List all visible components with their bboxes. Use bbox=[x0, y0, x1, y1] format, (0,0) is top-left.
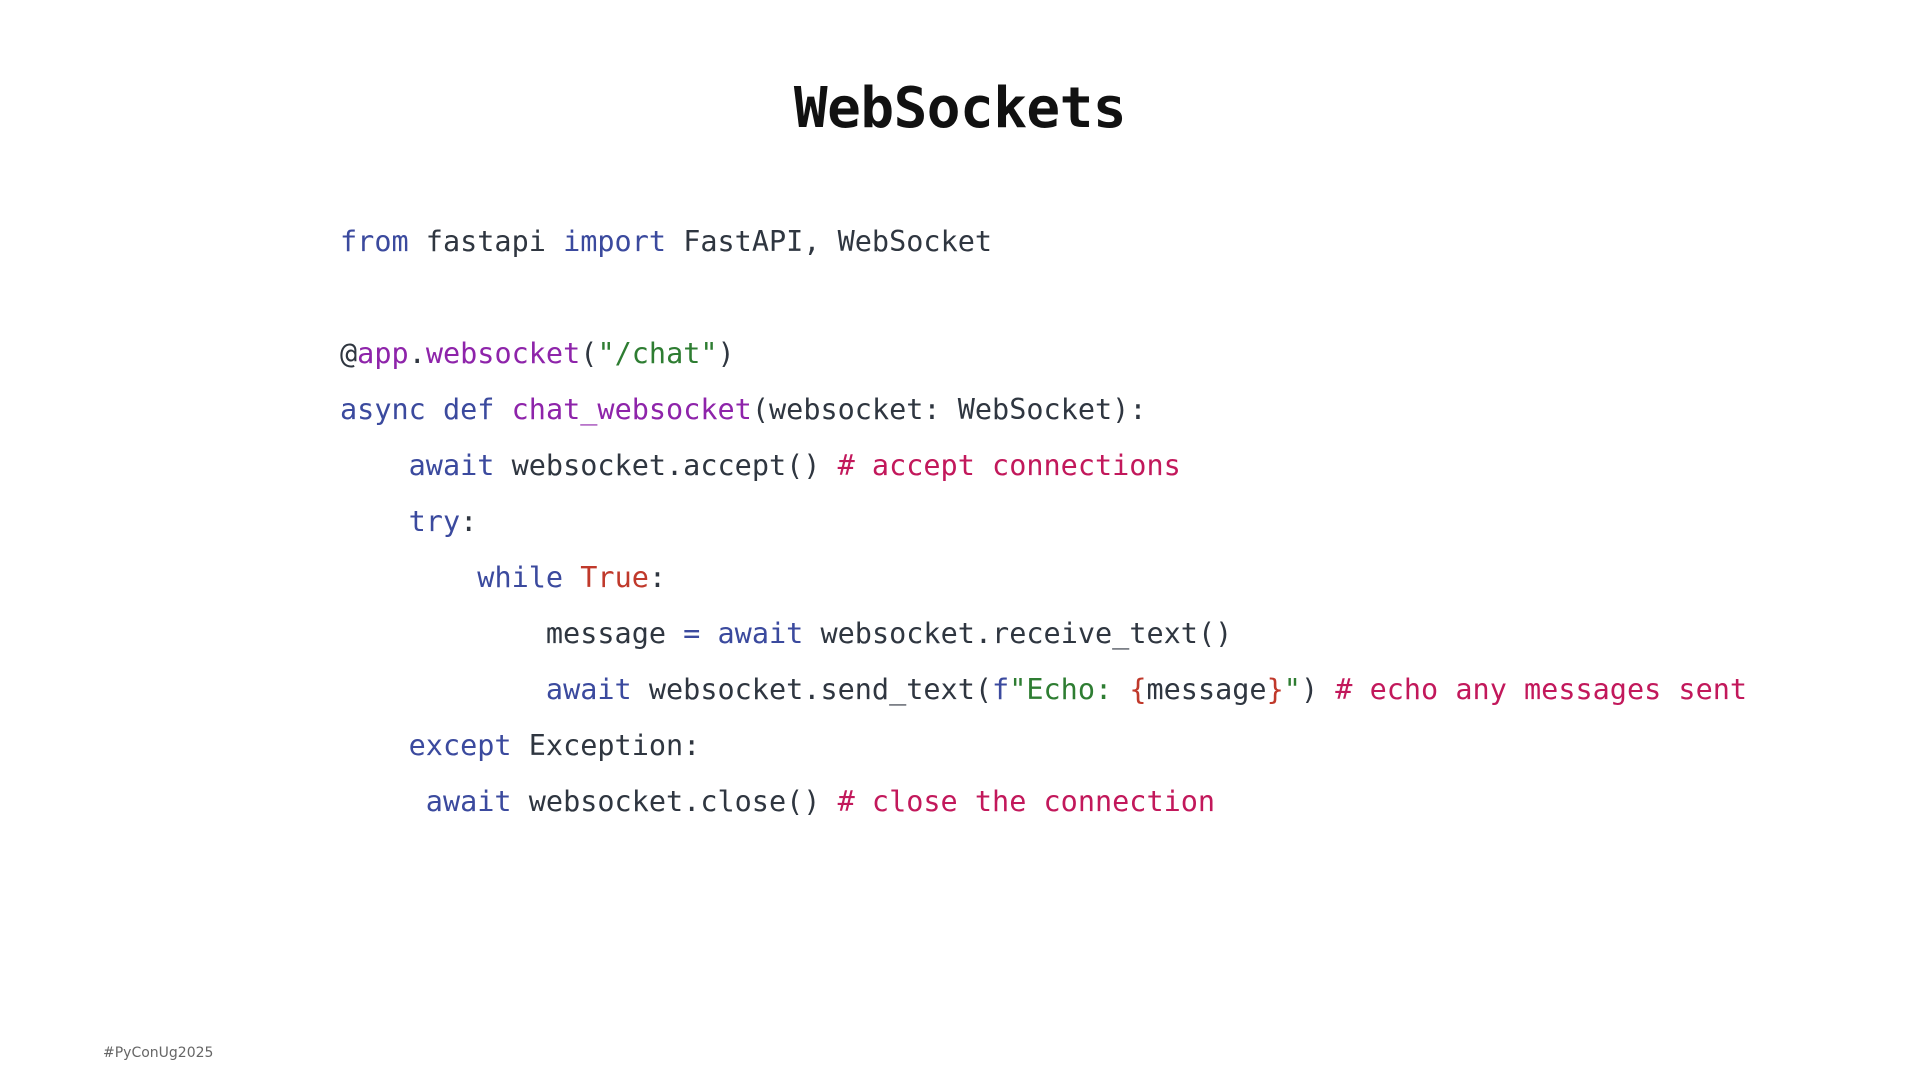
code-comment: # echo any messages sent bbox=[1335, 673, 1748, 706]
code-brace: } bbox=[1266, 673, 1284, 706]
code-text: websocket.close() bbox=[511, 785, 838, 818]
code-text bbox=[340, 785, 426, 818]
code-line: await websocket.accept() # accept connec… bbox=[340, 438, 1747, 494]
code-text bbox=[340, 449, 409, 482]
code-text bbox=[494, 393, 511, 426]
code-keyword: except bbox=[408, 729, 512, 762]
code-keyword: try bbox=[408, 505, 461, 538]
code-line bbox=[340, 270, 1747, 326]
code-keyword: import bbox=[563, 225, 667, 258]
code-text bbox=[700, 617, 717, 650]
code-text: websocket.send_text( bbox=[631, 673, 993, 706]
code-text: websocket.accept() bbox=[494, 449, 838, 482]
code-text: message bbox=[1146, 673, 1267, 706]
code-line: async def chat_websocket(websocket: WebS… bbox=[340, 382, 1747, 438]
code-line: await websocket.send_text(f"Echo: {messa… bbox=[340, 662, 1747, 718]
code-function-name: app bbox=[357, 337, 409, 370]
code-text: ( bbox=[580, 337, 598, 370]
code-text: (websocket: WebSocket): bbox=[751, 393, 1147, 426]
code-text: fastapi bbox=[408, 225, 564, 258]
footer-hashtag: #PyConUg2025 bbox=[103, 1045, 214, 1061]
code-text: . bbox=[408, 337, 426, 370]
code-string: "Echo: bbox=[1009, 673, 1130, 706]
code-text: ) bbox=[1300, 673, 1336, 706]
code-keyword: while bbox=[477, 561, 564, 594]
code-keyword: await bbox=[425, 785, 512, 818]
code-keyword: await bbox=[717, 617, 804, 650]
code-string: " bbox=[1283, 673, 1301, 706]
code-line: message = await websocket.receive_text() bbox=[340, 606, 1747, 662]
code-function-name: websocket bbox=[425, 337, 581, 370]
code-keyword: await bbox=[545, 673, 632, 706]
code-keyword: from bbox=[340, 225, 409, 258]
code-brace: { bbox=[1129, 673, 1147, 706]
code-text: ) bbox=[717, 337, 735, 370]
code-comment: # close the connection bbox=[837, 785, 1216, 818]
code-text bbox=[340, 729, 409, 762]
code-keyword: def bbox=[442, 393, 495, 426]
code-line: try: bbox=[340, 494, 1747, 550]
code-block: from fastapi import FastAPI, WebSocket@a… bbox=[340, 214, 1747, 830]
code-line: await websocket.close() # close the conn… bbox=[340, 774, 1747, 830]
code-text bbox=[340, 673, 546, 706]
code-text: Exception: bbox=[511, 729, 701, 762]
code-text: : bbox=[460, 505, 478, 538]
code-text: : bbox=[648, 561, 667, 594]
code-string: "/chat" bbox=[597, 337, 718, 370]
code-text: @ bbox=[340, 337, 358, 370]
code-text bbox=[426, 393, 443, 426]
slide-title: WebSockets bbox=[793, 76, 1127, 141]
code-text: websocket.receive_text() bbox=[803, 617, 1233, 650]
code-text bbox=[340, 561, 477, 594]
code-text bbox=[340, 505, 409, 538]
code-text bbox=[563, 561, 580, 594]
code-constant: True bbox=[580, 561, 649, 594]
code-line: except Exception: bbox=[340, 718, 1747, 774]
code-keyword: = bbox=[683, 617, 701, 650]
code-keyword: await bbox=[408, 449, 495, 482]
code-function-name: chat_websocket bbox=[511, 393, 752, 426]
code-keyword: f bbox=[992, 673, 1010, 706]
code-line: from fastapi import FastAPI, WebSocket bbox=[340, 214, 1747, 270]
code-keyword: async bbox=[340, 393, 426, 426]
code-text: FastAPI, WebSocket bbox=[666, 225, 993, 258]
code-line: @app.websocket("/chat") bbox=[340, 326, 1747, 382]
code-line: while True: bbox=[340, 550, 1747, 606]
code-text: message bbox=[340, 617, 684, 650]
code-comment: # accept connections bbox=[837, 449, 1181, 482]
